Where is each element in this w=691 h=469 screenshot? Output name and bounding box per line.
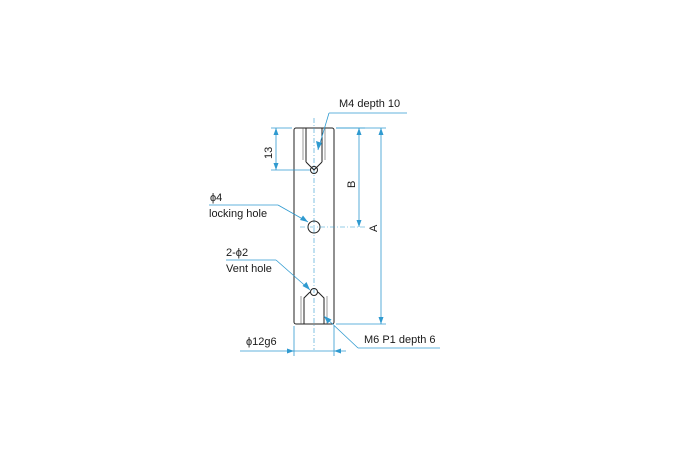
m4-depth-label: M4 depth 10 xyxy=(339,98,400,110)
m4-threaded-hole xyxy=(302,128,326,174)
dim-b-label: B xyxy=(346,181,358,188)
dimension-b: B xyxy=(336,127,365,227)
dim-a-label: A xyxy=(368,224,380,232)
dimension-13: 13 xyxy=(263,127,310,171)
locking-hole-callout: ϕ4 locking hole xyxy=(209,192,309,223)
vent-hole xyxy=(310,288,318,296)
vent-size-label: 2-ϕ2 xyxy=(226,247,248,259)
dim-13-label: 13 xyxy=(263,147,275,159)
m6-thread-label: M6 P1 depth 6 xyxy=(364,334,436,346)
m4-depth-callout: M4 depth 10 xyxy=(316,98,407,151)
vent-name-label: Vent hole xyxy=(226,263,272,275)
vent-hole-callout: 2-ϕ2 Vent hole xyxy=(226,247,311,291)
dimension-a: A xyxy=(336,127,386,325)
diameter-label: ϕ12g6 xyxy=(246,336,277,348)
locking-size-label: ϕ4 xyxy=(210,192,222,204)
locking-name-label: locking hole xyxy=(209,208,267,220)
locking-hole xyxy=(300,220,365,234)
m6-thread-callout: M6 P1 depth 6 xyxy=(323,315,440,349)
dimension-diameter: ϕ12g6 xyxy=(240,326,346,356)
